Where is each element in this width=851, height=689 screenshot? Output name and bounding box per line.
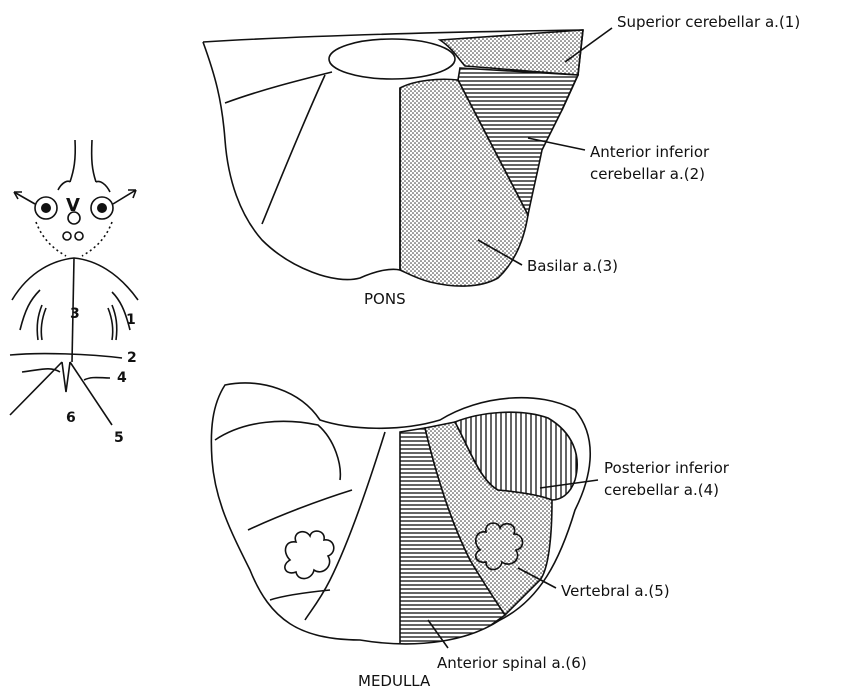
arrow-left-icon (14, 192, 35, 204)
key-branches (22, 369, 110, 380)
key-number-2: 2 (127, 350, 137, 366)
label-anterior-inferior-line1: Anterior inferior (590, 143, 710, 161)
label-posterior-inferior-line1: Posterior inferior (604, 459, 730, 477)
pons-ventricle-oval (329, 39, 455, 79)
label-posterior-inferior-line2: cerebellar a.(4) (604, 481, 719, 499)
label-basilar: Basilar a.(3) (527, 257, 618, 275)
key-number-1: 1 (126, 312, 136, 328)
medulla-section: Posterior inferior cerebellar a.(4) Vert… (211, 383, 729, 689)
medulla-olive-left (285, 531, 334, 579)
medulla-left-lobe-inner (215, 421, 340, 480)
key-number-4: 4 (117, 370, 127, 386)
pons-section: Superior cerebellar a.(1) Anterior infer… (203, 13, 800, 308)
key-transverse-line (10, 354, 122, 358)
eye-left-icon (35, 197, 57, 219)
arrow-right-icon (113, 190, 136, 204)
key-oo-left (63, 232, 71, 240)
key-number-5: 5 (114, 430, 124, 446)
label-superior-cerebellar: Superior cerebellar a.(1) (617, 13, 800, 31)
label-vertebral: Vertebral a.(5) (561, 582, 670, 600)
key-head-top (58, 181, 110, 192)
key-dotted-outline (36, 222, 112, 256)
pons-left-division-diag (262, 75, 325, 224)
key-spinal-v (62, 362, 70, 392)
label-anterior-spinal: Anterior spinal a.(6) (437, 654, 587, 672)
label-anterior-inferior-line2: cerebellar a.(2) (590, 165, 705, 183)
eye-right-icon (91, 197, 113, 219)
key-stalk-right (92, 140, 96, 182)
medulla-left-division (248, 490, 352, 530)
pons-left-division-upper (225, 72, 332, 103)
key-number-6: 6 (66, 410, 76, 426)
key-oo-right (75, 232, 83, 240)
key-diagram: V 3 1 2 4 6 5 (10, 140, 138, 446)
key-cerebellar-arc-left (37, 305, 46, 340)
key-stalk-left (70, 140, 75, 182)
medulla-title: MEDULLA (358, 672, 431, 689)
key-number-3: 3 (70, 306, 80, 322)
pons-title: PONS (364, 290, 406, 308)
key-cerebellar-arc-right (108, 305, 117, 340)
key-pons-top (12, 258, 138, 300)
